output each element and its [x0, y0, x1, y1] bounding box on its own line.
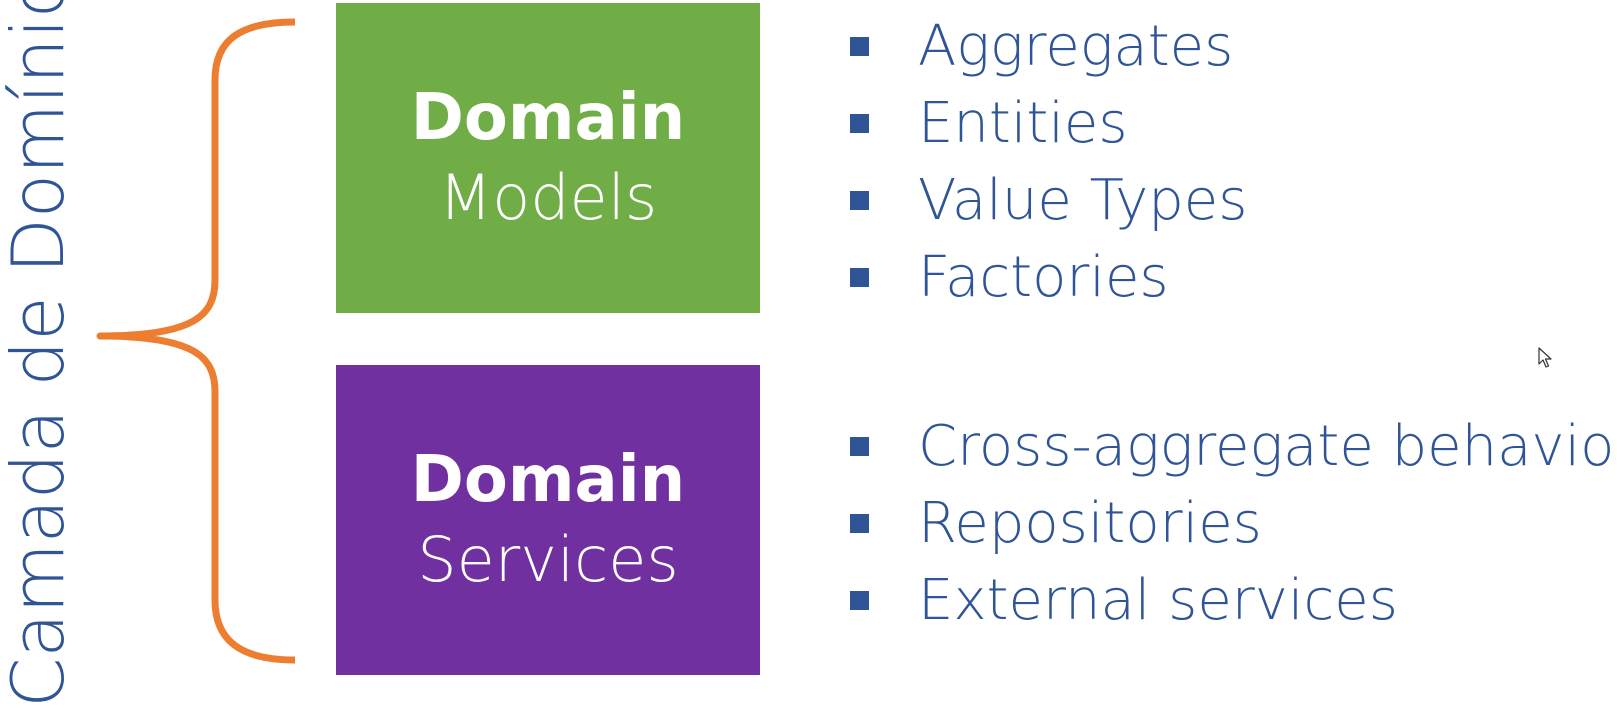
- list-item: Aggregates: [850, 8, 1247, 85]
- domain-services-subtitle: Services: [417, 522, 679, 596]
- domain-services-title: Domain: [410, 442, 686, 517]
- domain-models-box: Domain Models: [336, 3, 760, 313]
- square-bullet-icon: [850, 114, 869, 133]
- mouse-pointer-icon: [1538, 347, 1552, 368]
- list-item: Cross-aggregate behavior: [850, 408, 1617, 485]
- domain-services-box: Domain Services: [336, 365, 760, 675]
- list-item-label: External services: [918, 568, 1398, 633]
- square-bullet-icon: [850, 591, 869, 610]
- square-bullet-icon: [850, 268, 869, 287]
- list-item-label: Cross-aggregate behavior: [918, 414, 1617, 479]
- list-item: Entities: [850, 85, 1247, 162]
- square-bullet-icon: [850, 514, 869, 533]
- list-item: Repositories: [850, 485, 1617, 562]
- list-item-label: Entities: [918, 91, 1128, 156]
- domain-services-list: Cross-aggregate behavior Repositories Ex…: [850, 408, 1617, 639]
- list-item: Value Types: [850, 162, 1247, 239]
- list-item: Factories: [850, 239, 1247, 316]
- domain-models-title: Domain: [410, 80, 686, 155]
- list-item-label: Aggregates: [918, 14, 1234, 79]
- curly-brace: [96, 18, 296, 664]
- list-item: External services: [850, 562, 1617, 639]
- square-bullet-icon: [850, 37, 869, 56]
- list-item-label: Factories: [918, 245, 1169, 310]
- list-item-label: Repositories: [918, 491, 1262, 556]
- domain-models-subtitle: Models: [438, 160, 658, 234]
- square-bullet-icon: [850, 437, 869, 456]
- list-item-label: Value Types: [918, 168, 1248, 233]
- square-bullet-icon: [850, 191, 869, 210]
- domain-models-list: Aggregates Entities Value Types Factorie…: [850, 8, 1247, 316]
